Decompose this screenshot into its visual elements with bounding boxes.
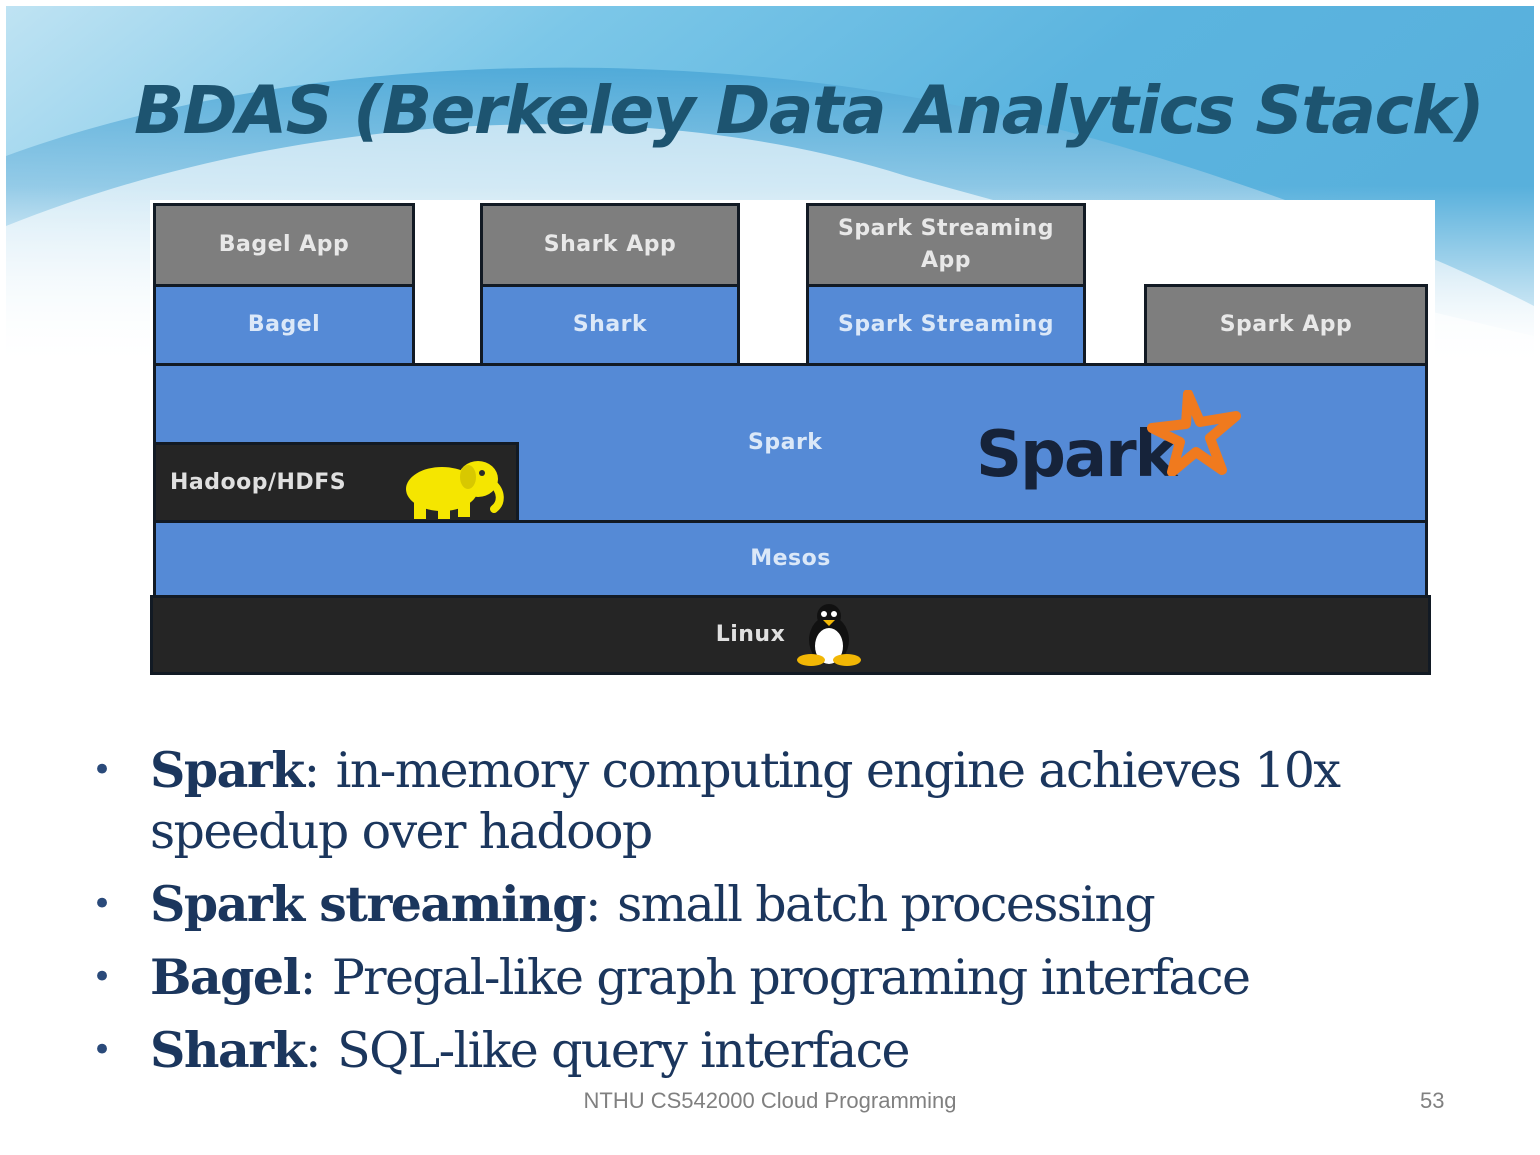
bagel-app-label: Bagel App (218, 232, 350, 257)
bullet-term: Spark streaming (150, 875, 587, 933)
mesos-layer: Mesos (153, 520, 1428, 598)
hadoop-hdfs-label: Hadoop/HDFS (170, 469, 347, 495)
bullet-description: small batch processing (617, 876, 1156, 933)
spark-streaming-block: Spark Streaming (806, 284, 1086, 366)
spark-logo: Spark (976, 390, 1256, 500)
shark-app-label: Shark App (543, 232, 677, 257)
hadoop-hdfs-block: Hadoop/HDFS (153, 442, 519, 523)
spark-streaming-app-label: Spark Streaming App (838, 216, 1054, 273)
linux-layer: Linux (150, 595, 1431, 675)
spark-streaming-app-block: Spark Streaming App (806, 203, 1086, 287)
spark-streaming-label: Spark Streaming (838, 312, 1054, 337)
bullet-list: • Spark: in-memory computing engine achi… (92, 740, 1452, 1093)
bagel-label: Bagel (247, 312, 321, 337)
bullet-term: Spark (150, 741, 305, 799)
bullet-term: Bagel (150, 948, 301, 1006)
bullet-item: • Spark: in-memory computing engine achi… (92, 740, 1452, 862)
spark-logo-text: Spark (976, 418, 1177, 492)
hadoop-elephant-icon (406, 461, 504, 519)
bullet-dot-icon: • (92, 884, 113, 924)
spark-star-icon (1147, 390, 1241, 476)
bullet-separator: : (303, 742, 336, 799)
bullet-separator: : (299, 949, 332, 1006)
bullet-dot-icon: • (92, 750, 113, 790)
spark-app-block: Spark App (1144, 284, 1428, 366)
shark-app-block: Shark App (480, 203, 740, 287)
bullet-dot-icon: • (92, 957, 113, 997)
spark-layer-text: Spark (748, 430, 823, 455)
bullet-item: • Bagel: Pregal-like graph programing in… (92, 947, 1452, 1008)
shark-label: Shark (572, 312, 648, 337)
bagel-block: Bagel (153, 284, 415, 366)
bdas-stack-diagram: Bagel App Shark App Spark Streaming App … (150, 200, 1435, 676)
spark-layer-label: Spark (748, 430, 822, 455)
bullet-description: SQL-like query interface (337, 1022, 910, 1079)
bullet-separator: : (305, 1022, 338, 1079)
bullet-description: Pregal-like graph programing interface (331, 949, 1251, 1006)
footer-text: NTHU CS542000 Cloud Programming (583, 1088, 957, 1113)
bullet-separator: : (585, 876, 618, 933)
bullet-term: Shark (150, 1021, 307, 1079)
bagel-app-block: Bagel App (153, 203, 415, 287)
mesos-label: Mesos (750, 546, 831, 571)
shark-block: Shark (480, 284, 740, 366)
bullet-description: in-memory computing engine achieves 10x … (150, 742, 1341, 860)
linux-label: Linux (715, 622, 786, 647)
spark-app-label: Spark App (1219, 312, 1353, 337)
page-number: 53 (1420, 1088, 1445, 1113)
tux-penguin-icon (797, 604, 862, 666)
bullet-item: • Shark: SQL-like query interface (92, 1020, 1452, 1081)
bullet-item: • Spark streaming: small batch processin… (92, 874, 1452, 935)
bullet-dot-icon: • (92, 1030, 113, 1070)
slide-title: BDAS (Berkeley Data Analytics Stack) (134, 72, 1485, 149)
